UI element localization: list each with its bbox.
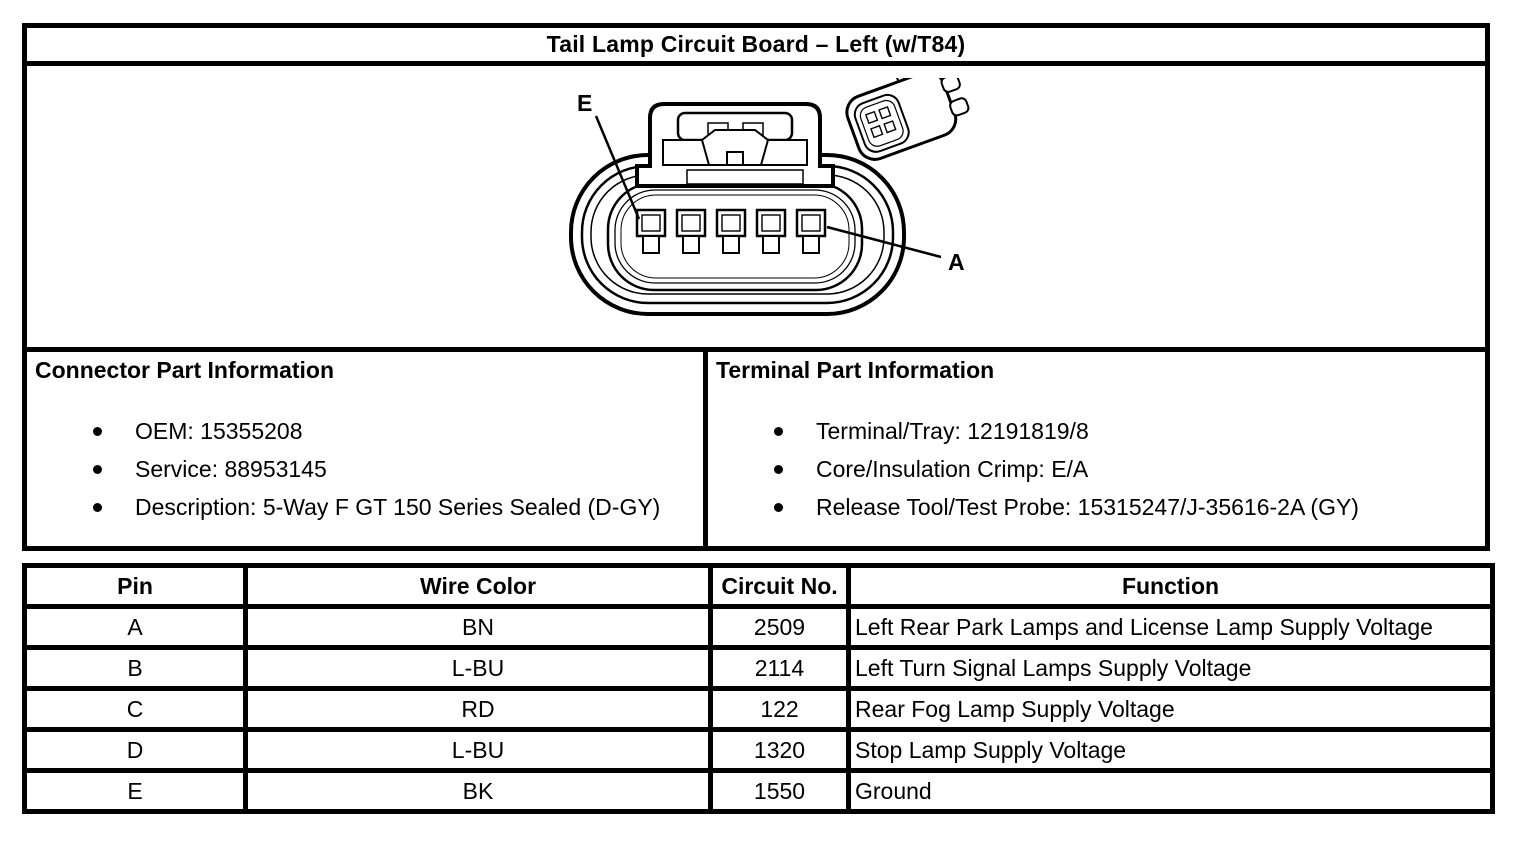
diagram-label-e: E bbox=[577, 90, 592, 116]
terminal-info-list: Terminal/Tray: 12191819/8 Core/Insulatio… bbox=[716, 418, 1477, 521]
function-cell: Rear Fog Lamp Supply Voltage bbox=[846, 686, 1495, 732]
pin-cell: C bbox=[22, 686, 248, 732]
connector-diagram: E A bbox=[569, 78, 970, 316]
connector-info-item: Description: 5-Way F GT 150 Series Seale… bbox=[35, 494, 695, 521]
terminal-info-item: Terminal/Tray: 12191819/8 bbox=[716, 418, 1477, 445]
function-cell: Stop Lamp Supply Voltage bbox=[846, 727, 1495, 773]
column-header-pin: Pin bbox=[22, 563, 248, 609]
terminal-part-info: Terminal Part Information Terminal/Tray:… bbox=[703, 347, 1490, 551]
connector-3d-view bbox=[845, 78, 970, 161]
leader-line-e bbox=[594, 115, 641, 220]
terminal-info-heading: Terminal Part Information bbox=[716, 357, 995, 383]
terminal-info-item: Release Tool/Test Probe: 15315247/J-3561… bbox=[716, 494, 1477, 521]
connector-seal-ring2 bbox=[614, 189, 856, 284]
column-header-wire: Wire Color bbox=[243, 563, 713, 609]
function-cell: Left Rear Park Lamps and License Lamp Su… bbox=[846, 604, 1495, 650]
table-row: E BK 1550 Ground bbox=[22, 768, 1495, 814]
connector-cap-lower-plate bbox=[686, 169, 804, 185]
circuit-cell: 1320 bbox=[708, 727, 851, 773]
table-row: B L-BU 2114 Left Turn Signal Lamps Suppl… bbox=[22, 645, 1495, 691]
pin-cell: B bbox=[22, 645, 248, 691]
terminal-info-item: Core/Insulation Crimp: E/A bbox=[716, 456, 1477, 483]
connector-info-item: OEM: 15355208 bbox=[35, 418, 695, 445]
connector-info-heading: Connector Part Information bbox=[35, 357, 335, 383]
circuit-cell: 1550 bbox=[708, 768, 851, 814]
title-bar: Tail Lamp Circuit Board – Left (w/T84) bbox=[22, 23, 1490, 66]
wire-cell: L-BU bbox=[243, 645, 713, 691]
terminal-cavities bbox=[635, 208, 827, 238]
pin-cell: E bbox=[22, 768, 248, 814]
section-gap bbox=[22, 551, 1490, 563]
connector-seal-ring3 bbox=[620, 194, 850, 279]
table-row: C RD 122 Rear Fog Lamp Supply Voltage bbox=[22, 686, 1495, 732]
content-frame: Tail Lamp Circuit Board – Left (w/T84) bbox=[22, 23, 1495, 814]
page-title: Tail Lamp Circuit Board – Left (w/T84) bbox=[546, 31, 966, 57]
wire-cell: BN bbox=[243, 604, 713, 650]
wire-cell: BK bbox=[243, 768, 713, 814]
function-cell: Left Turn Signal Lamps Supply Voltage bbox=[846, 645, 1495, 691]
pin-cell: A bbox=[22, 604, 248, 650]
terminal-cavity-inners bbox=[641, 214, 821, 232]
pinout-table: Pin Wire Color Circuit No. Function A BN… bbox=[22, 563, 1495, 814]
connector-latch bbox=[700, 129, 770, 166]
circuit-cell: 2509 bbox=[708, 604, 851, 650]
circuit-cell: 122 bbox=[708, 686, 851, 732]
column-header-circuit: Circuit No. bbox=[708, 563, 851, 609]
wire-cell: L-BU bbox=[243, 727, 713, 773]
connector-part-info: Connector Part Information OEM: 15355208… bbox=[22, 347, 708, 551]
connector-info-list: OEM: 15355208 Service: 88953145 Descript… bbox=[35, 418, 695, 521]
pin-cell: D bbox=[22, 727, 248, 773]
terminal-cavity-tabs bbox=[642, 235, 820, 254]
table-header-row: Pin Wire Color Circuit No. Function bbox=[22, 563, 1495, 609]
function-cell: Ground bbox=[846, 768, 1495, 814]
circuit-cell: 2114 bbox=[708, 645, 851, 691]
table-row: A BN 2509 Left Rear Park Lamps and Licen… bbox=[22, 604, 1495, 650]
part-info-row: Connector Part Information OEM: 15355208… bbox=[22, 347, 1490, 551]
connector-diagram-box: E A bbox=[22, 61, 1490, 352]
leader-line-a bbox=[826, 225, 942, 259]
diagram-label-a: A bbox=[948, 249, 965, 275]
wire-cell: RD bbox=[243, 686, 713, 732]
connector-info-item: Service: 88953145 bbox=[35, 456, 695, 483]
column-header-function: Function bbox=[846, 563, 1495, 609]
table-row: D L-BU 1320 Stop Lamp Supply Voltage bbox=[22, 727, 1495, 773]
